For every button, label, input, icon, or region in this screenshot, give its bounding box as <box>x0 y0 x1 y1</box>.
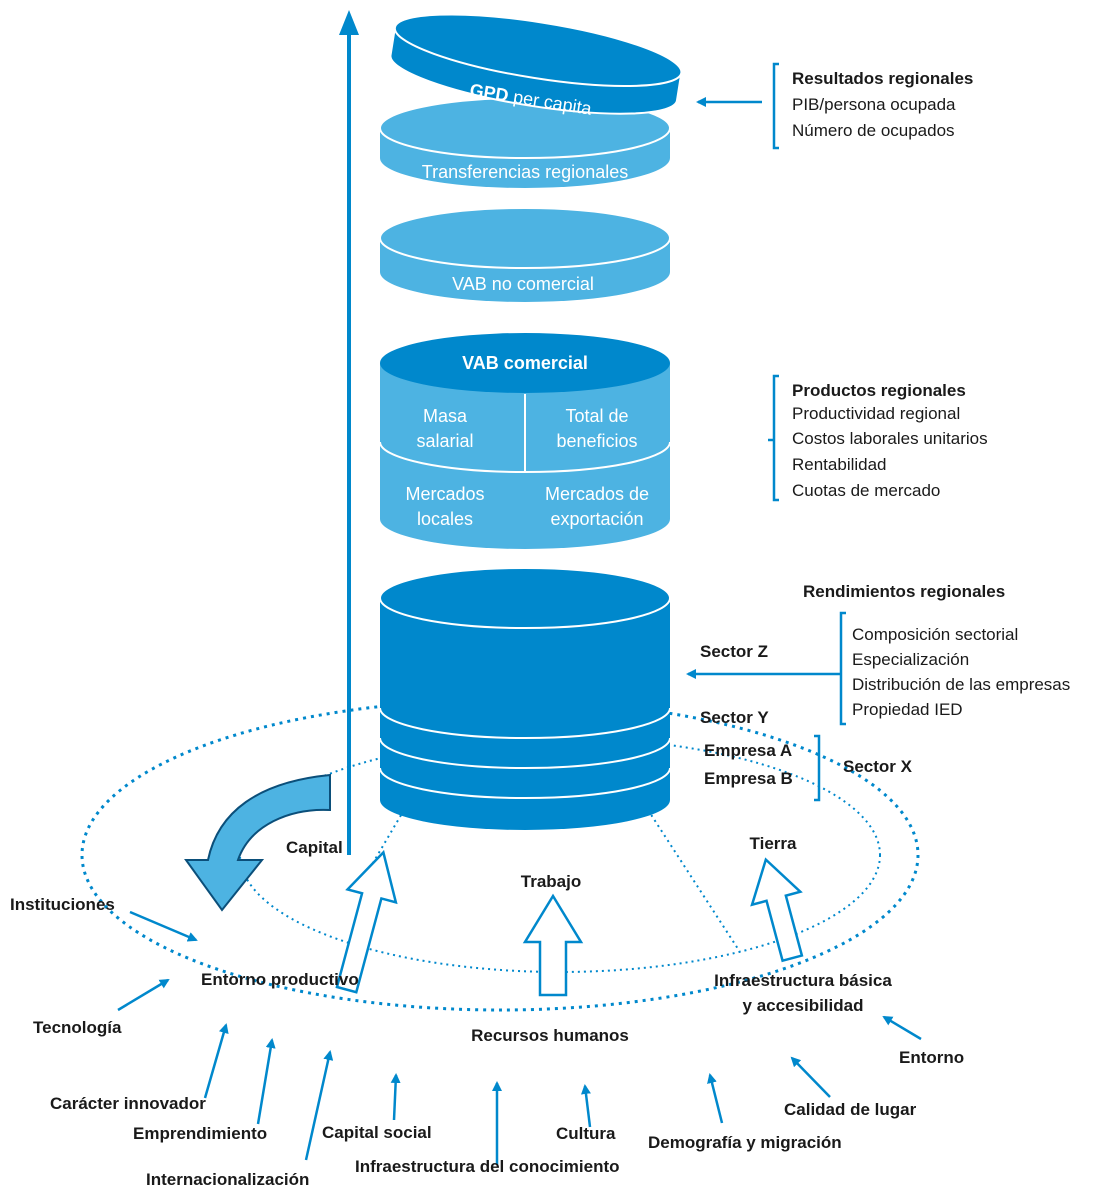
capital-label: Capital <box>286 838 343 857</box>
results-item: PIB/persona ocupada <box>792 95 956 114</box>
gdp-per-capita-disc <box>389 13 683 115</box>
results-item: Número de ocupados <box>792 121 955 140</box>
entrepreneurship-label: Emprendimiento <box>133 1124 267 1143</box>
vab-non-commercial-cylinder <box>379 207 671 302</box>
sector-x-label: Sector X <box>843 757 913 776</box>
land-label: Tierra <box>750 834 797 853</box>
performance-item: Composición sectorial <box>852 625 1018 644</box>
products-item: Cuotas de mercado <box>792 481 940 500</box>
sector-y-label: Sector Y <box>700 708 769 727</box>
performance-item: Especialización <box>852 650 969 669</box>
local-markets-label-1: Mercados <box>405 484 484 504</box>
sector-x-bracket <box>814 734 821 802</box>
vab-commercial-label: VAB comercial <box>462 353 588 373</box>
productive-env-label: Entorno productivo <box>201 970 359 989</box>
products-item: Costos laborales unitarios <box>792 429 988 448</box>
environment-label: Entorno <box>899 1048 964 1067</box>
export-markets-label-1: Mercados de <box>545 484 649 504</box>
products-title: Productos regionales <box>792 381 966 400</box>
local-markets-label-2: locales <box>417 509 473 529</box>
technology-label: Tecnología <box>33 1018 122 1037</box>
sector-z-label: Sector Z <box>700 642 768 661</box>
capital-up-arrow <box>335 849 398 994</box>
firm-b-label: Empresa B <box>704 769 793 788</box>
infra-label-2: y accesibilidad <box>743 996 864 1015</box>
wage-mass-label-1: Masa <box>423 406 468 426</box>
export-markets-label-2: exportación <box>550 509 643 529</box>
demography-label: Demografía y migración <box>648 1133 842 1152</box>
land-up-arrow <box>750 857 804 963</box>
products-bracket <box>772 374 779 502</box>
labour-label: Trabajo <box>521 872 581 891</box>
environment-arrows <box>117 910 922 1165</box>
outer-environment-ellipse <box>80 698 920 1012</box>
sector-cylinder <box>379 567 671 830</box>
knowledge-infra-label: Infraestructura del conocimiento <box>355 1157 620 1176</box>
main-vertical-arrowhead <box>339 10 359 35</box>
results-bracket <box>772 62 779 150</box>
cylinder-right-dotted-line <box>647 809 741 953</box>
place-quality-label: Calidad de lugar <box>784 1100 917 1119</box>
performance-item: Distribución de las empresas <box>852 675 1070 694</box>
wage-mass-label-2: salarial <box>416 431 473 451</box>
culture-label: Cultura <box>556 1124 616 1143</box>
transfers-label: Transferencias regionales <box>422 162 628 182</box>
products-item: Rentabilidad <box>792 455 887 474</box>
performance-title: Rendimientos regionales <box>803 582 1005 601</box>
results-title: Resultados regionales <box>792 69 973 88</box>
total-profits-label-2: beneficios <box>556 431 637 451</box>
human-resources-label: Recursos humanos <box>471 1026 629 1045</box>
products-item: Productividad regional <box>792 404 960 423</box>
feedback-curved-arrow <box>184 773 331 912</box>
institutions-label: Instituciones <box>10 895 115 914</box>
labour-up-arrow <box>522 893 584 997</box>
social-capital-label: Capital social <box>322 1123 432 1142</box>
vab-commercial-cylinder <box>379 333 671 549</box>
total-profits-label-1: Total de <box>565 406 628 426</box>
vab-non-commercial-label: VAB no comercial <box>452 274 594 294</box>
innovative-label: Carácter innovador <box>50 1094 206 1113</box>
performance-item: Propiedad IED <box>852 700 963 719</box>
performance-bracket <box>839 611 846 726</box>
infra-label-1: Infraestructura básica <box>714 971 892 990</box>
firm-a-label: Empresa A <box>704 741 792 760</box>
internationalization-label: Internacionalización <box>146 1170 309 1189</box>
